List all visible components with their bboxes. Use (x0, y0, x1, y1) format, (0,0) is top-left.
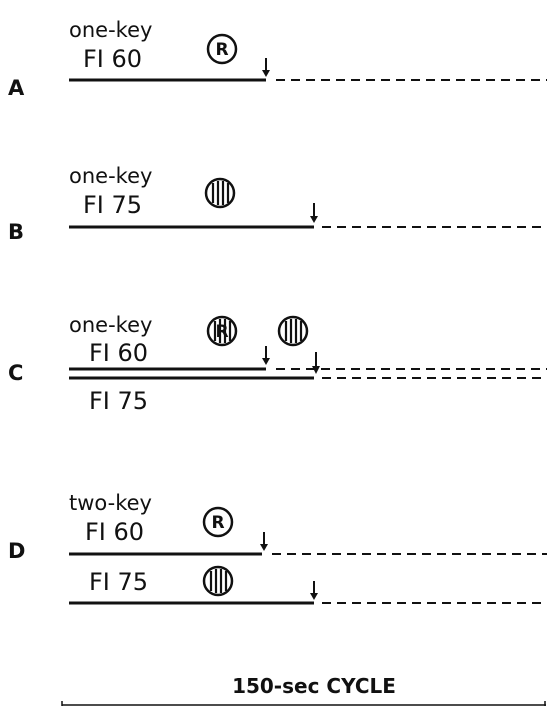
panel-b-letter: B (8, 220, 24, 244)
r-letter: R (215, 40, 228, 60)
panel-b-key-label: one-key (69, 164, 152, 188)
striped-circle-icon (202, 565, 234, 597)
down-arrow-icon (262, 346, 270, 365)
down-arrow-icon (262, 58, 270, 77)
panel-a-letter: A (8, 76, 25, 100)
cycle-label: 150-sec CYCLE (232, 674, 396, 698)
r-reinforcer-icon: R (202, 506, 234, 538)
down-arrow-icon (310, 203, 318, 223)
striped-circle-icon (204, 177, 236, 209)
panel-c-key-label: one-key (69, 313, 152, 337)
panel-d-schedule-label-bottom: FI 75 (89, 568, 148, 596)
panel-a-key-label: one-key (69, 18, 152, 42)
panel-c: C one-key FI 60 R FI 75 (8, 313, 547, 415)
down-arrow-icon (310, 581, 318, 600)
r-letter: R (215, 322, 228, 342)
panel-c-schedule-label-top: FI 60 (89, 339, 148, 367)
panel-a: A one-key FI 60 R (8, 18, 547, 100)
striped-circle-icon (277, 315, 309, 347)
down-arrow-icon (260, 532, 268, 551)
panel-d-key-label: two-key (69, 491, 152, 515)
panel-d-letter: D (8, 539, 25, 563)
panel-d: D two-key FI 60 R FI 75 (8, 491, 547, 605)
cycle-bracket: 150-sec CYCLE (61, 674, 546, 706)
panel-d-schedule-label-top: FI 60 (85, 518, 144, 546)
panel-b: B one-key FI 75 (8, 164, 547, 244)
down-arrow-icon (312, 352, 320, 374)
r-letter: R (211, 513, 224, 533)
panel-c-letter: C (8, 361, 23, 385)
panel-a-schedule-label: FI 60 (83, 45, 142, 73)
r-over-striped-circle-icon: R (206, 315, 238, 347)
panel-c-schedule-label-bottom: FI 75 (89, 387, 148, 415)
panel-b-schedule-label: FI 75 (83, 191, 142, 219)
r-reinforcer-icon: R (206, 33, 238, 65)
